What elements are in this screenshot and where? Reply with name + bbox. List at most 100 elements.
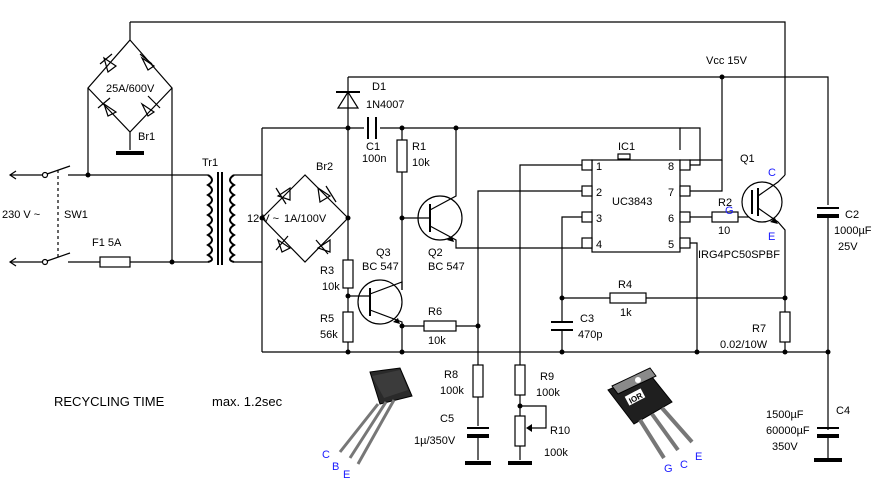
c5-value: 1µ/350V xyxy=(414,435,456,447)
r2-value: 10 xyxy=(718,225,730,237)
resistor-r7 xyxy=(779,311,791,343)
wire-ic-pin1 xyxy=(519,164,582,365)
ic-pin-7: 7 xyxy=(668,187,674,199)
br2-label: Br2 xyxy=(316,161,333,173)
recycling-time-label: RECYCLING TIME xyxy=(54,394,165,409)
vcc-label: Vcc 15V xyxy=(706,55,748,67)
ic-pin-box xyxy=(581,185,593,197)
wire-ic-pin2 xyxy=(477,190,582,365)
to247-package-illustration: IOR xyxy=(607,367,694,460)
ic-label: IC1 xyxy=(618,141,635,153)
br1-label: Br1 xyxy=(138,131,155,143)
c1-value: 100n xyxy=(362,153,386,165)
r9-label: R9 xyxy=(540,371,554,383)
c4-label: C4 xyxy=(836,405,850,417)
to92-pin-c: C xyxy=(322,449,330,461)
q1-emitter: E xyxy=(768,231,775,243)
br1-diodes xyxy=(97,53,161,117)
to92-pin-b: B xyxy=(332,461,339,473)
transformer-tr1 xyxy=(206,172,236,265)
ic-pin-box xyxy=(581,211,593,223)
q2-label: Q2 xyxy=(428,247,443,259)
q3-label: Q3 xyxy=(376,247,391,259)
q2-leads xyxy=(402,128,592,249)
sw1-contact-b xyxy=(41,258,49,266)
c2-value-1: 1000µF xyxy=(834,225,872,237)
to92-package-illustration xyxy=(338,367,413,465)
ic-pin-box xyxy=(581,159,593,171)
r5-value: 56k xyxy=(320,329,338,341)
r7-value: 0.02/10W xyxy=(720,339,768,351)
r9-value: 100k xyxy=(536,387,560,399)
potentiometer-r10 xyxy=(514,415,526,447)
r1-label: R1 xyxy=(412,141,426,153)
ic-pin-8: 8 xyxy=(668,161,674,173)
r1-value: 10k xyxy=(412,157,430,169)
r6-value: 10k xyxy=(428,335,446,347)
diode-d1 xyxy=(336,90,360,109)
arrow-in-bottom xyxy=(8,257,17,267)
d1-part: 1N4007 xyxy=(366,99,405,111)
d1-label: D1 xyxy=(372,81,386,93)
q1-gate-bar xyxy=(751,188,759,216)
ic-pin-6: 6 xyxy=(668,213,674,225)
to247-pin-c: C xyxy=(680,459,688,471)
resistor-r4 xyxy=(609,292,647,304)
to92-pin-e: E xyxy=(343,469,350,481)
igbt-q1 xyxy=(741,181,783,223)
q3-leads xyxy=(348,281,403,352)
cap-c1-plates xyxy=(367,117,377,139)
r3-value: 10k xyxy=(322,281,340,293)
sw1-contact-a xyxy=(41,171,49,179)
wire-d1-vcc xyxy=(348,76,829,205)
q1-collector: C xyxy=(768,167,776,179)
c3-value: 470p xyxy=(578,329,602,341)
to247-pin-g: G xyxy=(664,463,673,475)
ic-part: UC3843 xyxy=(612,196,652,208)
r4-value: 1k xyxy=(620,307,632,319)
c2-value-2: 25V xyxy=(838,241,858,253)
r5-label: R5 xyxy=(320,313,334,325)
q1-part: IRG4PC50SPBF xyxy=(698,249,780,261)
c4-value-3: 350V xyxy=(772,441,798,453)
resistor-r9 xyxy=(514,364,526,396)
r10-label: R10 xyxy=(550,425,570,437)
wire-top-long xyxy=(130,21,786,175)
r2-label: R2 xyxy=(718,197,732,209)
wire-ic-pin3 xyxy=(561,216,582,322)
wire-ic-pin7 xyxy=(690,160,723,192)
r4-label: R4 xyxy=(618,279,632,291)
ic-pin-2: 2 xyxy=(596,187,602,199)
ic-pin-box xyxy=(679,159,691,171)
fuse-f1 xyxy=(99,256,131,268)
sw1-label: SW1 xyxy=(64,209,88,221)
r8-label: R8 xyxy=(444,369,458,381)
ic-pin-box xyxy=(581,237,593,249)
br1-rating: 25A/600V xyxy=(106,83,155,95)
resistor-r3 xyxy=(342,259,354,289)
c2-label: C2 xyxy=(845,209,859,221)
ic-pin-3: 3 xyxy=(596,213,602,225)
tr1-label: Tr1 xyxy=(202,157,218,169)
br2-diodes xyxy=(275,185,337,255)
ic-pin-5: 5 xyxy=(668,239,674,251)
c4-value-2: 60000µF xyxy=(766,425,810,437)
cap-c3-plates xyxy=(551,321,573,331)
q1-label: Q1 xyxy=(740,153,755,165)
arrow-in-top xyxy=(8,170,17,180)
ic-pin-box xyxy=(679,237,691,249)
ic-pin-1: 1 xyxy=(596,161,602,173)
bridge-br2-frame xyxy=(261,174,349,263)
to247-pin-e: E xyxy=(695,451,702,463)
resistor-r8 xyxy=(472,364,484,398)
q1-leads xyxy=(757,174,786,312)
c3-label: C3 xyxy=(580,313,594,325)
f1-label: F1 5A xyxy=(92,237,122,249)
recycling-time-value: max. 1.2sec xyxy=(212,394,283,409)
q1-gate: G xyxy=(725,205,734,217)
ic-uc3843 xyxy=(591,159,681,253)
transistor-q3 xyxy=(357,279,403,325)
r6-label: R6 xyxy=(428,306,442,318)
resistor-r1 xyxy=(396,139,408,173)
